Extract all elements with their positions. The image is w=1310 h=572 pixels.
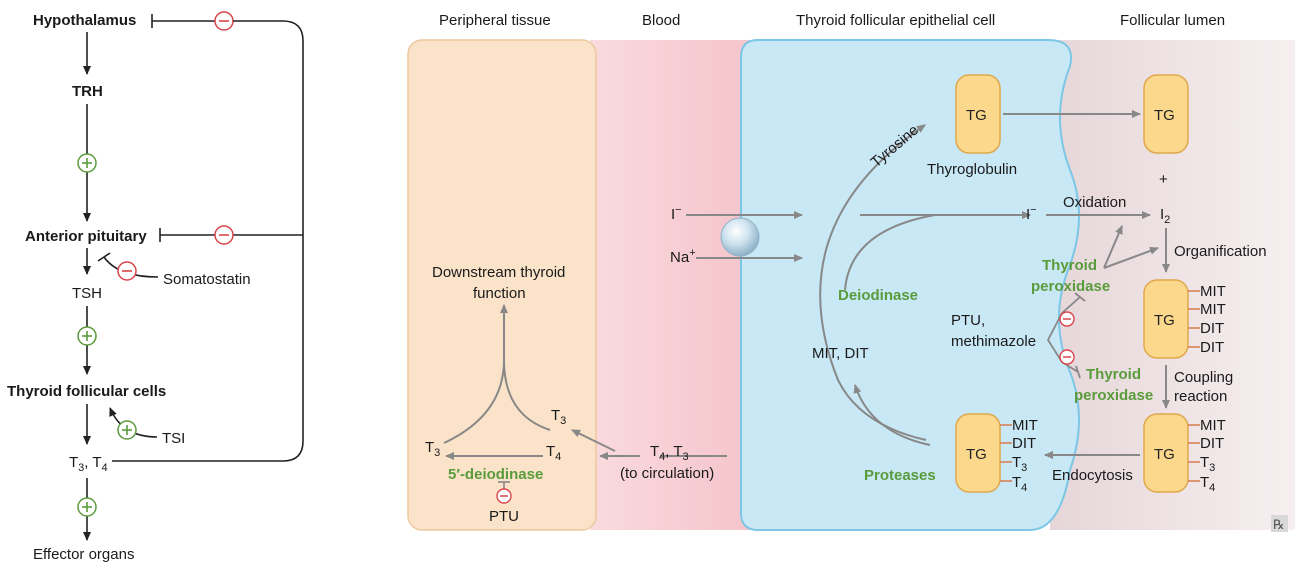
oxidation-label: Oxidation (1063, 194, 1126, 211)
cell-mit-label: MIT (1012, 417, 1038, 434)
cell-t4-label: T4 (1012, 474, 1027, 494)
tg-lumen-bottom-label: TG (1154, 446, 1175, 463)
deiodinase-label: Deiodinase (838, 287, 918, 304)
lumen-mid-label-2: MIT (1200, 301, 1226, 318)
coupling-line2: reaction (1174, 388, 1227, 405)
mit-dit-label: MIT, DIT (812, 345, 869, 362)
plus-circle-icon (77, 153, 97, 173)
iodide-cell-label: I− (1026, 204, 1037, 223)
t4-t3-label: T4, T3 (650, 443, 689, 463)
lumen-bot-mit-label: MIT (1200, 417, 1226, 434)
iodide-label: I− (671, 204, 682, 223)
tsi-label: TSI (162, 430, 185, 447)
blood-header: Blood (642, 12, 680, 29)
to-circulation-label: (to circulation) (620, 465, 714, 482)
minus-circle-icon (117, 261, 137, 281)
anterior-pituitary-label: Anterior pituitary (25, 228, 147, 245)
thyroid-peroxidase-2-line2: peroxidase (1074, 387, 1153, 404)
tg-capsule-lumen-top (1143, 74, 1189, 154)
proteases-label: Proteases (864, 467, 936, 484)
tg-lumen-top-label: TG (1154, 107, 1175, 124)
rx-logo-icon (1271, 515, 1288, 532)
somatostatin-label: Somatostatin (163, 271, 251, 288)
minus-circle-icon (214, 225, 234, 245)
downstream-function-line1: Downstream thyroid (432, 264, 565, 281)
epithelial-cell-header: Thyroid follicular epithelial cell (796, 12, 995, 29)
thyroglobulin-label: Thyroglobulin (927, 161, 1017, 178)
tg-capsule-lumen-mid (1143, 279, 1189, 359)
blood-region (590, 40, 755, 530)
peripheral-t4-label: T4 (546, 443, 561, 463)
lumen-mid-label-1: MIT (1200, 283, 1226, 300)
plus-circle-icon (77, 326, 97, 346)
thyroid-peroxidase-2-line1: Thyroid (1086, 366, 1141, 383)
peripheral-ptu-label: PTU (489, 508, 519, 525)
lumen-bot-dit-label: DIT (1200, 435, 1224, 452)
minus-circle-icon (1059, 349, 1075, 365)
plus-circle-icon (117, 420, 137, 440)
sodium-label: Na+ (670, 247, 696, 266)
cell-t3-label: T3 (1012, 454, 1027, 474)
downstream-function-line2: function (473, 285, 526, 302)
rx-logo-text: ℞ (1273, 518, 1285, 533)
minus-circle-icon (1059, 311, 1075, 327)
trh-label: TRH (72, 83, 103, 100)
methimazole-label: methimazole (951, 333, 1036, 350)
endocytosis-label: Endocytosis (1052, 467, 1133, 484)
lumen-plus-label: + (1159, 171, 1168, 188)
epithelial-cell-region (740, 39, 1080, 531)
peripheral-t3-product-label: T3 (425, 439, 440, 459)
cell-dit-label: DIT (1012, 435, 1036, 452)
symporter-icon (720, 217, 760, 257)
plus-circle-icon (77, 497, 97, 517)
tg-top-label: TG (966, 107, 987, 124)
five-prime-deiodinase-label: 5′-deiodinase (448, 466, 543, 483)
peripheral-tissue-region (407, 39, 597, 531)
t3-t4-label: T3, T4 (69, 454, 108, 474)
tg-lumen-mid-label: TG (1154, 312, 1175, 329)
hpt-axis: Hypothalamus TRH Anterior pituitary (7, 11, 304, 563)
thyroid-peroxidase-1-line1: Thyroid (1042, 257, 1097, 274)
tg-cell-bottom-label: TG (966, 446, 987, 463)
peripheral-t3-label: T3 (551, 407, 566, 427)
tg-capsule-cell-bottom (955, 413, 1001, 493)
tg-capsule-lumen-bottom (1143, 413, 1189, 493)
effector-organs-label: Effector organs (33, 546, 134, 563)
organification-label: Organification (1174, 243, 1267, 260)
minus-circle-icon (496, 488, 512, 504)
thyroid-follicular-cells-label: Thyroid follicular cells (7, 383, 166, 400)
hypothalamus-label: Hypothalamus (33, 12, 136, 29)
lumen-bot-t4-label: T4 (1200, 474, 1215, 494)
lumen-mid-label-4: DIT (1200, 339, 1224, 356)
i2-label: I2 (1160, 206, 1170, 226)
ptu-label: PTU, (951, 312, 985, 329)
follicular-lumen-header: Follicular lumen (1120, 12, 1225, 29)
tsh-label: TSH (72, 285, 102, 302)
lumen-bot-t3-label: T3 (1200, 454, 1215, 474)
thyroid-peroxidase-1-line2: peroxidase (1031, 278, 1110, 295)
peripheral-tissue-header: Peripheral tissue (439, 12, 551, 29)
minus-circle-icon (214, 11, 234, 31)
coupling-line1: Coupling (1174, 369, 1233, 386)
lumen-mid-label-3: DIT (1200, 320, 1224, 337)
tg-capsule-top (955, 74, 1001, 154)
